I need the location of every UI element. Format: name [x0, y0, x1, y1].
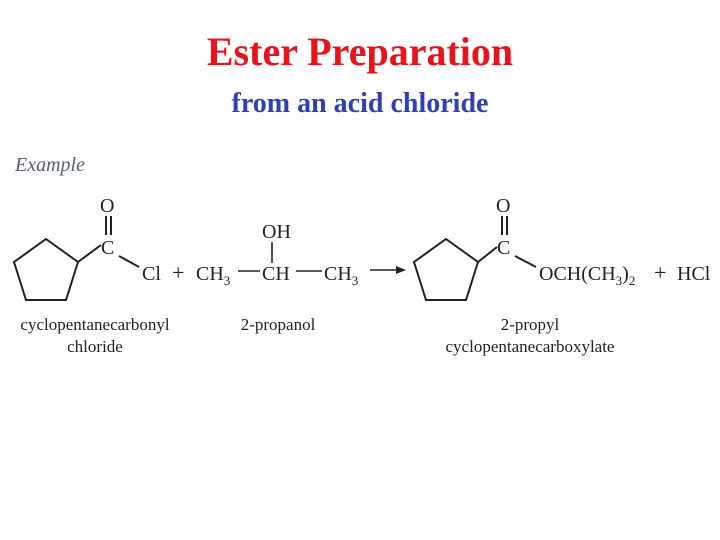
bond-ring-carbonyl-1 [77, 244, 102, 263]
reactant1-leaving-group: Cl [142, 263, 161, 285]
example-label: Example [15, 154, 85, 176]
bond-ring-carbonyl-2 [477, 246, 498, 263]
reactant1-name-line2: chloride [67, 337, 123, 356]
product-name-line2: cyclopentanecarboxylate [445, 337, 615, 356]
product-ester-group: OCH(CH3)2 [539, 263, 635, 288]
reactant2-ch: CH [262, 263, 290, 285]
reactant2-name-line1: 2-propanol [240, 315, 316, 334]
slide-subtitle: from an acid chloride [231, 88, 489, 119]
reactant1-carbonyl-o: O [100, 195, 114, 217]
reactant2-ch3-right: CH3 [324, 263, 358, 288]
cyclopentane-ring-2 [412, 237, 480, 301]
reactant2-oh: OH [262, 221, 291, 243]
product-name-line1: 2-propyl [500, 315, 560, 334]
reactant1-name: cyclopentanecarbonyl chloride [0, 314, 190, 358]
byproduct-hcl: HCl [677, 263, 711, 285]
plus-sign-2: + [654, 260, 666, 285]
bond-c-cl [118, 255, 140, 268]
reactant1-name-line1: cyclopentanecarbonyl [20, 315, 170, 334]
reactant-acid-chloride [12, 216, 140, 301]
product-ester [412, 216, 537, 301]
slide-title: Ester Preparation [206, 29, 514, 74]
cyclopentane-ring-1 [12, 237, 80, 301]
reaction-arrow [370, 266, 406, 274]
plus-sign-1: + [172, 260, 184, 285]
reactant2-ch3-left: CH3 [196, 263, 230, 288]
bond-c-o-ester [514, 255, 537, 268]
product-name: 2-propyl cyclopentanecarboxylate [410, 314, 650, 358]
reactant1-carbonyl-c: C [101, 237, 114, 259]
reactant2-name: 2-propanol [218, 314, 338, 336]
product-carbonyl-c: C [497, 237, 510, 259]
product-carbonyl-o: O [496, 195, 510, 217]
